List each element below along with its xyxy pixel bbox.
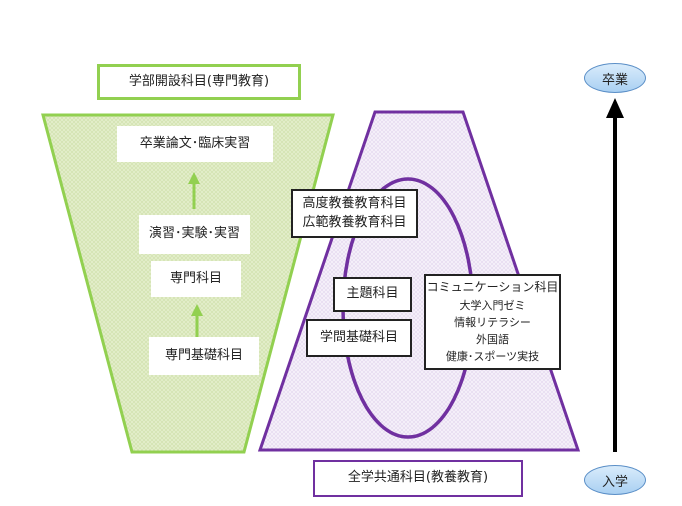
practicum-label: 演習･実験･実習: [148, 226, 240, 242]
admission-label: 入学: [601, 474, 628, 490]
theme-subjects-box: 主題科目: [333, 277, 412, 312]
specialized-basics-box: 専門基礎科目: [149, 337, 259, 375]
general-footer-label: 全学共通科目(教養教育): [347, 470, 489, 486]
specialized-subjects-box: 専門科目: [151, 261, 241, 297]
broad-liberal-arts-label: 広範教養教育科目: [302, 214, 407, 230]
specialized-basics-label: 専門基礎科目: [164, 347, 243, 363]
graduation-thesis-box: 卒業論文･臨床実習: [117, 126, 273, 162]
practicum-box: 演習･実験･実習: [139, 215, 250, 254]
communication-box: コミュニケーション科目 大学入門ゼミ 情報リテラシー 外国語 健康･スポーツ実技: [424, 274, 561, 370]
admission-pill: 入学: [584, 465, 646, 495]
communication-item: 外国語: [476, 332, 509, 346]
communication-title: コミュニケーション科目: [426, 280, 559, 295]
green-arrow-upper: [188, 172, 200, 209]
communication-item: 健康･スポーツ実技: [445, 349, 540, 363]
communication-item: 情報リテラシー: [454, 315, 531, 329]
specialized-header-box: 学部開設科目(専門教育): [97, 64, 301, 100]
advanced-liberal-arts-box: 高度教養教育科目 広範教養教育科目: [291, 189, 418, 238]
advanced-liberal-arts-label: 高度教養教育科目: [302, 195, 407, 211]
progression-arrow: [606, 98, 624, 452]
graduation-pill: 卒業: [584, 63, 646, 93]
green-arrow-lower: [191, 304, 203, 340]
specialized-header-label: 学部開設科目(専門教育): [128, 73, 270, 89]
general-footer-box: 全学共通科目(教養教育): [313, 460, 523, 497]
graduation-thesis-label: 卒業論文･臨床実習: [139, 135, 251, 151]
academic-basics-box: 学問基礎科目: [306, 319, 412, 357]
specialized-subjects-label: 専門科目: [169, 270, 222, 286]
graduation-label: 卒業: [601, 72, 628, 88]
communication-item: 大学入門ゼミ: [459, 298, 526, 312]
theme-subjects-label: 主題科目: [346, 286, 399, 302]
academic-basics-label: 学問基礎科目: [319, 329, 398, 345]
